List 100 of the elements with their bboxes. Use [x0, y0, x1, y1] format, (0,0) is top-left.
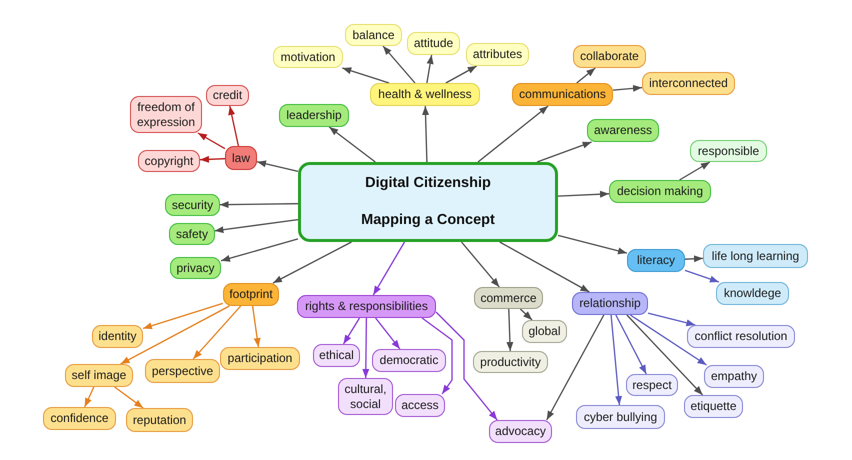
topic-label: perspective [152, 364, 214, 378]
topic-bubble [169, 223, 214, 245]
arrow [214, 218, 298, 234]
subtopic-bubble [130, 96, 202, 133]
topic-label: reputation [132, 412, 186, 428]
topic-bubble [225, 146, 257, 170]
topic-label: relationship [579, 296, 641, 311]
topic-label: law [232, 150, 250, 166]
arrow [220, 238, 298, 262]
arrow [142, 302, 223, 330]
arrow [220, 201, 298, 208]
subtopic-bubble [684, 395, 744, 418]
subtopic-bubble [642, 72, 735, 95]
arrow [610, 314, 622, 406]
topic-label: rights & responsibilities [305, 299, 428, 314]
topic-label: attributes [472, 47, 522, 62]
topic-label: advocacy [495, 424, 546, 439]
topic-label: identity [98, 329, 137, 344]
topic-label: participation [228, 351, 292, 366]
arrow [558, 234, 628, 254]
topic-label: credit [212, 88, 242, 103]
subtopic-bubble [206, 85, 249, 106]
topic-label: awareness [594, 123, 652, 138]
arrow [445, 65, 478, 84]
subtopic-bubble [220, 347, 300, 370]
topic-label: interconnected [649, 76, 728, 91]
arrow [362, 318, 370, 378]
subtopic-bubble [626, 374, 678, 396]
topic-label: privacy [176, 260, 214, 276]
topic-label: motivation [280, 50, 336, 64]
subtitle-text: Mapping a Concept [361, 212, 495, 230]
arrow [684, 255, 704, 262]
subtopic-bubble [43, 407, 116, 430]
topic-bubble [587, 119, 659, 142]
subtopic-bubble [372, 349, 446, 372]
subtopic-bubble [394, 394, 446, 417]
arrow [120, 305, 230, 365]
topic-label: attitude [414, 36, 454, 51]
topic-label: health & wellness [378, 87, 472, 102]
arrow [546, 314, 604, 420]
arrow [461, 242, 500, 288]
topic-bubble [279, 104, 349, 127]
topic-bubble [222, 283, 280, 306]
arrow [436, 312, 498, 420]
topic-bubble [474, 287, 543, 309]
topic-label: freedom of expression [136, 100, 196, 129]
subtopic-bubble [312, 344, 360, 367]
topic-label: copyright [144, 154, 194, 168]
topic-label: decision making [616, 184, 704, 199]
topic-label: communications [519, 87, 606, 102]
arrow [342, 318, 360, 344]
topic-label: literacy [636, 253, 675, 268]
arrow [372, 242, 406, 296]
topic-label: productivity [480, 354, 541, 370]
subtopic-bubble [65, 364, 133, 387]
topic-bubble [572, 292, 648, 315]
topic-label: global [528, 324, 561, 339]
subtopic-bubble [345, 24, 402, 46]
arrow [506, 308, 514, 352]
topic-label: democratic [380, 353, 438, 368]
topic-bubble [370, 83, 480, 106]
topic-label: self image [72, 368, 126, 383]
arrow [426, 54, 434, 84]
subtopic-bubble [145, 359, 220, 383]
subtopic-bubble [138, 150, 200, 172]
arrow [499, 241, 590, 293]
subtopic-bubble [338, 378, 393, 415]
arrow [252, 306, 261, 348]
central-topic-box [298, 162, 558, 242]
arrow [198, 132, 226, 150]
topic-label: collaborate [580, 49, 639, 64]
arrow [200, 156, 226, 163]
topic-label: confidence [50, 411, 109, 426]
topic-bubble [297, 295, 436, 318]
subtopic-bubble [92, 325, 144, 348]
topic-bubble [609, 180, 711, 203]
topic-bubble [627, 249, 685, 272]
arrow [520, 308, 533, 320]
arrow [536, 141, 592, 163]
topic-label: access [401, 398, 439, 413]
subtopic-bubble [576, 405, 665, 429]
arrow [576, 68, 596, 84]
arrow [114, 386, 144, 409]
topic-label: cyber bullying [584, 410, 658, 424]
arrow [328, 126, 376, 163]
arrow [612, 84, 642, 92]
subtopic-bubble [716, 282, 789, 305]
topic-label: knowldege [724, 286, 782, 301]
subtopic-bubble [704, 365, 764, 388]
arrow [558, 190, 610, 198]
topic-label: life long learning [712, 248, 800, 264]
topic-label: empathy [710, 369, 758, 384]
topic-label: conflict resolution [694, 329, 788, 344]
topic-bubble [512, 83, 613, 106]
arrow [382, 46, 416, 84]
topic-label: responsible [698, 144, 760, 158]
arrow [272, 241, 352, 284]
arrow [684, 270, 720, 283]
topic-label: commerce [480, 290, 536, 306]
title-text: Digital Citizenship [365, 174, 491, 192]
